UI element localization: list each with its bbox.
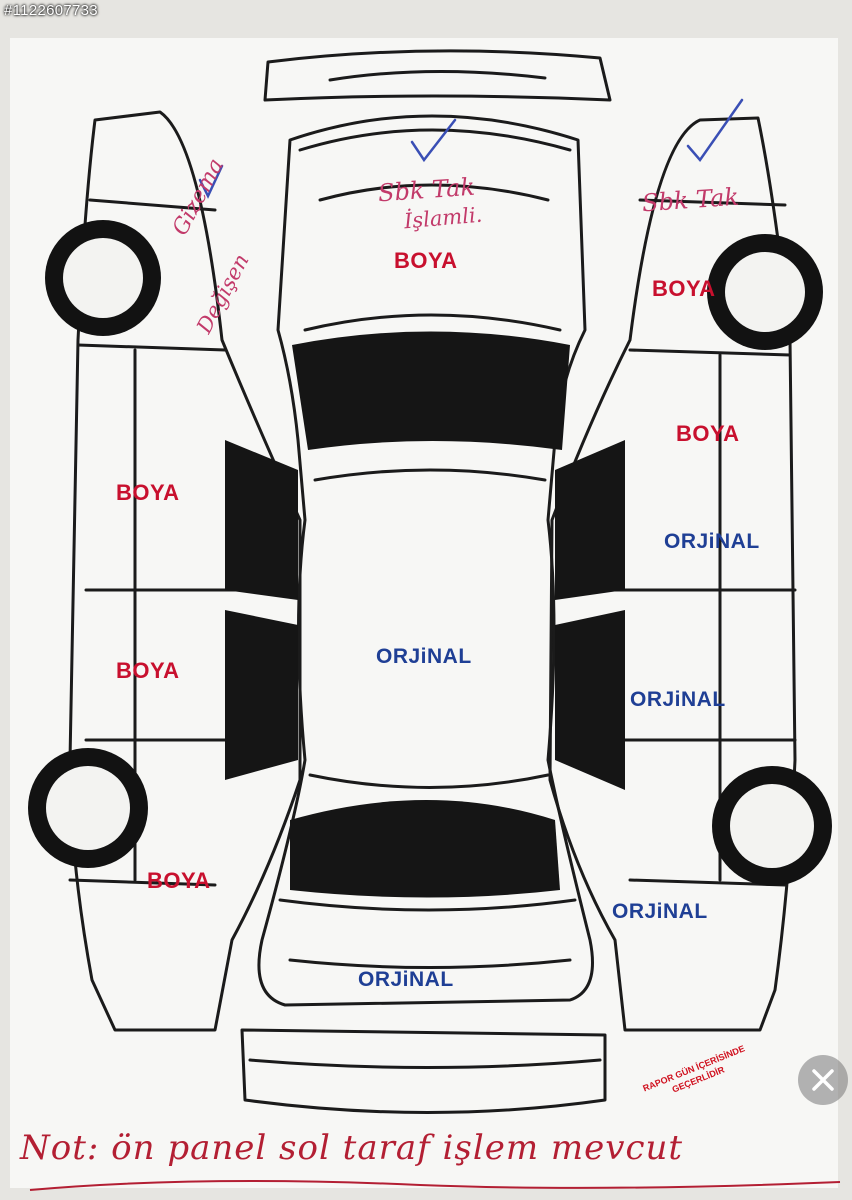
label-right-rear-fender: ORJiNAL — [630, 688, 726, 711]
rear-bumper — [240, 1028, 607, 1114]
right-rear-window — [555, 610, 625, 790]
label-right-rear-door: ORJiNAL — [664, 530, 760, 553]
left-rear-window — [225, 610, 298, 780]
close-icon — [812, 1069, 834, 1091]
label-roof: ORJiNAL — [376, 645, 472, 668]
label-hood: BOYA — [394, 248, 458, 273]
label-right-front-door: BOYA — [676, 421, 740, 446]
label-right-lower: ORJiNAL — [612, 900, 708, 923]
check-mark — [410, 118, 457, 163]
listing-id: #1122607733 — [4, 2, 98, 19]
label-left-front-door: BOYA — [116, 480, 180, 505]
bottom-handwritten-note: Not: ön panel sol taraf işlem mevcut — [20, 1128, 684, 1168]
check-mark — [686, 98, 744, 163]
right-front-window — [555, 440, 625, 600]
check-mark — [198, 164, 224, 199]
windshield — [292, 331, 570, 450]
label-left-rear-door: BOYA — [116, 658, 180, 683]
left-front-window — [225, 440, 298, 600]
rear-window — [290, 800, 560, 898]
close-button[interactable] — [798, 1055, 848, 1105]
label-left-rear-fender: BOYA — [147, 868, 211, 893]
label-trunk: ORJiNAL — [358, 968, 454, 991]
front-bumper — [263, 49, 612, 102]
label-right-front-fender: BOYA — [652, 276, 716, 301]
